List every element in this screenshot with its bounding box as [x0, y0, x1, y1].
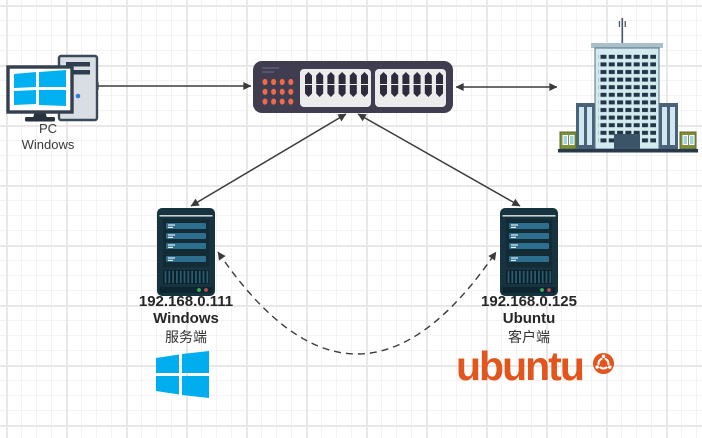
- node-switch[interactable]: [253, 61, 453, 113]
- node-building[interactable]: [558, 15, 698, 157]
- pc-label-line2: Windows: [21, 137, 75, 152]
- office-building-icon: [558, 18, 698, 153]
- server-icon: [500, 208, 558, 296]
- edge-ubuntu-windows-dashed[interactable]: [217, 251, 497, 355]
- server-icon: [157, 208, 215, 296]
- building-window-grid: [598, 52, 656, 144]
- ubuntu-server-role: 客户端: [508, 329, 550, 345]
- node-windows-server[interactable]: [157, 208, 215, 296]
- windows-logo-icon: [156, 351, 209, 398]
- windows-server-ip: 192.168.0.111: [138, 293, 234, 310]
- windows-server-os: Windows: [153, 310, 219, 327]
- network-switch-icon: [253, 61, 453, 113]
- ubuntu-circle-of-friends-icon: [592, 352, 615, 375]
- ubuntu-logo-wordmark: ubuntu: [456, 343, 585, 389]
- node-ubuntu-server[interactable]: [500, 208, 558, 296]
- windows-server-label: 192.168.0.111 Windows 服务端: [126, 293, 246, 347]
- switch-led-dots: [262, 78, 294, 105]
- edge-switch-ubuntu-server[interactable]: [357, 113, 521, 207]
- windows-server-role: 服务端: [165, 329, 207, 345]
- ubuntu-server-ip: 192.168.0.125: [481, 293, 577, 310]
- ubuntu-server-label: 192.168.0.125 Ubuntu 客户端: [469, 293, 589, 347]
- edge-switch-windows-server[interactable]: [190, 113, 347, 207]
- pc-label: PC Windows: [4, 121, 92, 153]
- ubuntu-server-os: Ubuntu: [502, 310, 556, 327]
- node-pc[interactable]: [6, 54, 106, 124]
- pc-icon: [6, 54, 99, 122]
- pc-screen: [14, 70, 66, 106]
- pc-label-line1: PC: [38, 121, 58, 136]
